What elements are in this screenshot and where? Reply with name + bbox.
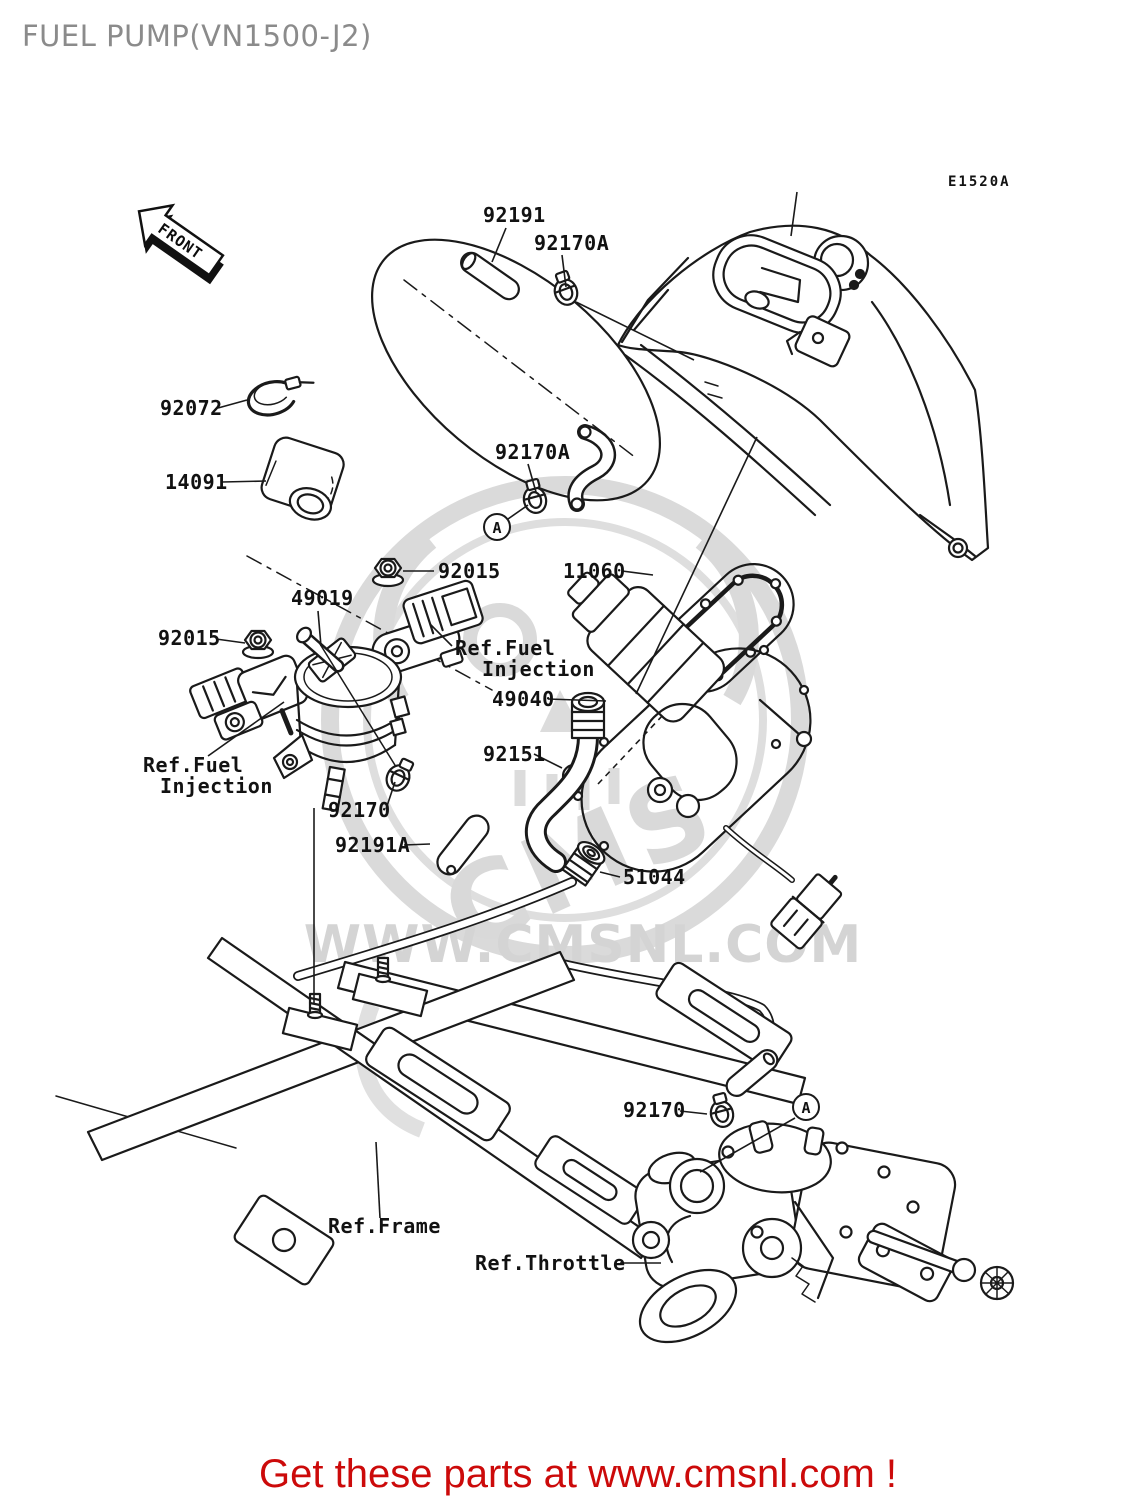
part-label-92151: 92151 — [483, 742, 546, 766]
pump-plate-49040-art — [567, 571, 813, 873]
part-label-92170a: 92170A — [495, 440, 570, 464]
part-label-92191a: 92191A — [335, 833, 410, 857]
fitting-51044-art — [561, 840, 606, 887]
part-label-ref-throttle: Ref.Throttle — [475, 1251, 626, 1275]
front-arrow-face — [137, 203, 225, 277]
marker-a2-text: A — [801, 1099, 810, 1117]
nut-92015-left-art — [241, 629, 275, 660]
fuel-tank-art — [616, 224, 990, 562]
frame-plate-a-art — [365, 1026, 511, 1142]
sensor-right-art — [371, 579, 484, 675]
fuel-pump-unit-art — [567, 571, 726, 723]
tube-92191a-art — [436, 814, 490, 876]
diagram-code: E1520A — [948, 174, 1011, 190]
footer-link-text[interactable]: Get these parts at www.cmsnl.com ! — [259, 1452, 897, 1496]
part-label-14091: 14091 — [165, 470, 228, 494]
part-label-92191: 92191 — [483, 203, 546, 227]
clamp-92170a-lower-art — [522, 477, 548, 514]
tank-tail-mount-art — [918, 513, 977, 559]
part-label-11060: 11060 — [563, 559, 626, 583]
part-label-92170: 92170 — [328, 798, 391, 822]
part-label-92015: 92015 — [438, 559, 501, 583]
part-label-92015: 92015 — [158, 626, 221, 650]
elbow-fitting-art — [524, 691, 606, 873]
frame-tab-art — [233, 1194, 335, 1286]
page-title: FUEL PUMP(VN1500-J2) — [22, 19, 372, 53]
circle-marker-a1: A — [483, 513, 511, 541]
regulator-49019-art — [272, 626, 411, 813]
part-label-92072: 92072 — [160, 396, 223, 420]
sensor-left-art — [189, 654, 309, 741]
tank-bracket-art — [785, 315, 851, 368]
cap-14091-art — [260, 436, 345, 521]
part-label-49019: 49019 — [291, 586, 354, 610]
part-label-ref-fuel: Ref.Fuel — [143, 753, 243, 777]
part-label-92170: 92170 — [623, 1098, 686, 1122]
part-label-92170a: 92170A — [534, 231, 609, 255]
front-arrow: FRONT — [137, 203, 225, 285]
marker-a1-text: A — [492, 519, 501, 537]
circle-marker-a2: A — [792, 1093, 820, 1121]
tube-near-throttle-art — [725, 1049, 779, 1097]
float-wire-loop-art — [642, 702, 738, 802]
frame-stud-art — [306, 992, 324, 1020]
clamp-92170-bottom-art — [709, 1091, 735, 1128]
part-labels: 9219192170A920721409192170A9201549019920… — [143, 203, 686, 1275]
part-label-injection: Injection — [160, 774, 273, 798]
hose-92191-art — [460, 251, 520, 301]
part-label-49040: 49040 — [492, 687, 555, 711]
part-label-injection: Injection — [482, 657, 595, 681]
part-label-ref-frame: Ref.Frame — [328, 1214, 441, 1238]
part-label-ref-fuel: Ref.Fuel — [455, 636, 555, 660]
clamp-92072-art — [246, 375, 315, 417]
frame-stud-art — [374, 956, 392, 984]
part-label-51044: 51044 — [623, 865, 686, 889]
throttle-body-art — [631, 1120, 1015, 1344]
nut-92015-right-art — [371, 557, 405, 588]
clamp-92170-mid-art — [385, 757, 415, 792]
frame-plate-c-art — [655, 961, 793, 1071]
tank-console-recess-art — [712, 234, 842, 334]
leader-lines — [207, 191, 798, 1264]
wire-connector-art — [723, 825, 843, 950]
hose-92170a-elbow-art — [567, 424, 617, 512]
clamp-92170a-top-art — [553, 269, 579, 306]
